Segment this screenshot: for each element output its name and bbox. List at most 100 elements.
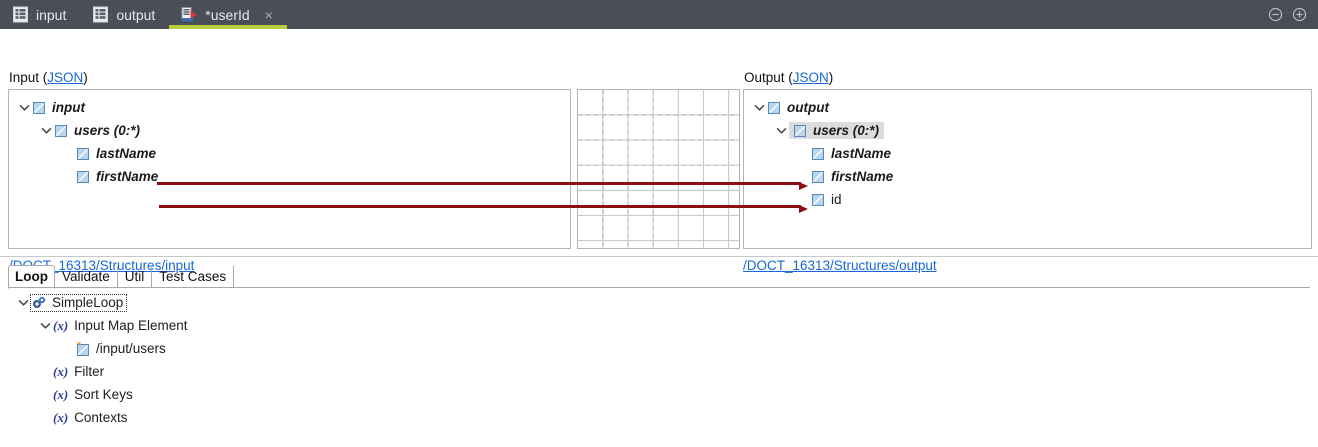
loop-tree-node[interactable]: (x)Filter — [8, 360, 1310, 383]
section-divider — [0, 256, 1318, 257]
output-tree-panel[interactable]: output users (0:*) lastName firstName id — [743, 89, 1312, 249]
output-path-text[interactable]: /DOCT_16313/Structures/output — [743, 258, 937, 273]
loop-tree-node[interactable]: (x) Input Map Element — [8, 314, 1310, 337]
tree-node[interactable]: input — [9, 96, 570, 119]
tree-node[interactable]: users (0:*) — [744, 119, 1311, 142]
tree-node-content: users (0:*) — [54, 123, 140, 138]
loop-tree-node-label: Contexts — [74, 410, 128, 425]
loop-tree-node-label: Input Map Element — [74, 318, 188, 333]
input-tree-panel[interactable]: input users (0:*) lastName firstName — [8, 89, 571, 249]
loop-tree-node-content: (x) Input Map Element — [53, 318, 188, 334]
loop-tree-node[interactable]: SimpleLoop — [8, 291, 1310, 314]
input-title-text: Input ( — [9, 70, 48, 85]
input-path-text[interactable]: /DOCT_16313/Structures/input — [9, 258, 195, 273]
tree-node[interactable]: output — [744, 96, 1311, 119]
window-controls — [1268, 0, 1318, 29]
tree-node[interactable]: id — [744, 188, 1311, 211]
map-node-icon — [75, 341, 91, 357]
tab-input[interactable]: input — [0, 0, 80, 29]
function-icon: (x) — [53, 386, 69, 402]
map-service-icon — [181, 6, 198, 23]
mapping-connector-line[interactable] — [159, 205, 801, 208]
loop-tree-node-content: (x)Filter — [53, 364, 104, 380]
bottom-tab-test-cases[interactable]: Test Cases — [152, 266, 235, 288]
tree-node-selected: users (0:*) — [789, 122, 885, 139]
loop-tree-node[interactable]: (x) Contexts — [8, 406, 1310, 429]
tree-node-content: firstName — [811, 169, 893, 184]
tree-node[interactable]: users (0:*) — [9, 119, 570, 142]
output-path-link: /DOCT_16313/Structures/output — [743, 258, 937, 273]
loop-tree-node-focused: SimpleLoop — [29, 293, 128, 312]
chevron-down-icon[interactable] — [38, 318, 53, 333]
maximize-button[interactable] — [1292, 7, 1307, 22]
tab-userid[interactable]: *userId × — [169, 0, 287, 29]
loop-tree-node[interactable]: (x) Sort Keys — [8, 383, 1310, 406]
map-node-icon — [76, 147, 90, 161]
loop-tree-node-label: SimpleLoop — [52, 295, 124, 310]
tab-output[interactable]: output — [80, 0, 169, 29]
tree-node-label: lastName — [96, 146, 157, 161]
input-panel-title: Input (JSON) — [9, 70, 88, 85]
chevron-down-icon[interactable] — [16, 295, 31, 310]
tree-node-content: input — [32, 100, 85, 115]
editor-tab-bar: input output — [0, 0, 1318, 29]
chevron-down-icon[interactable] — [774, 123, 789, 138]
loop-tree-node[interactable]: /input/users — [8, 337, 1310, 360]
input-path-link: /DOCT_16313/Structures/input — [9, 258, 194, 273]
map-node-icon — [54, 124, 68, 138]
close-icon[interactable]: × — [264, 6, 273, 23]
map-node-icon — [793, 124, 807, 138]
tree-node-content: lastName — [76, 146, 156, 161]
mapping-connector-arrow — [799, 179, 809, 194]
connector-grid-panel[interactable] — [577, 89, 740, 249]
bottom-tab-util[interactable]: Util — [118, 266, 153, 288]
loop-tree-node-content: (x) Sort Keys — [53, 387, 133, 403]
input-json-link[interactable]: JSON — [47, 70, 84, 85]
output-tree: output users (0:*) lastName firstName id — [744, 90, 1311, 211]
map-node-icon — [811, 147, 825, 161]
output-title-suffix: ) — [828, 70, 834, 85]
tree-node[interactable]: lastName — [744, 142, 1311, 165]
tree-node-label: input — [52, 100, 85, 115]
chevron-down-icon[interactable] — [39, 123, 54, 138]
output-json-link[interactable]: JSON — [792, 70, 829, 85]
input-title-suffix: ) — [83, 70, 88, 85]
tab-label: *userId — [205, 6, 250, 23]
tree-node[interactable]: firstName — [9, 165, 570, 188]
tree-node-label: users (0:*) — [813, 123, 880, 138]
loop-tree-node-label: /input/users — [96, 341, 166, 356]
map-node-icon — [767, 101, 781, 115]
tab-label: output — [116, 6, 156, 23]
minimize-button[interactable] — [1268, 7, 1283, 22]
tree-node-label: users (0:*) — [74, 123, 141, 138]
tree-node-label: firstName — [831, 169, 894, 184]
tree-node-label: firstName — [96, 169, 159, 184]
map-node-icon — [32, 101, 46, 115]
structure-icon — [92, 6, 109, 23]
loop-tree-node-content: /input/users — [75, 341, 166, 357]
bottom-tab-loop[interactable]: Loop — [8, 265, 55, 289]
loop-tree-node-label: Sort Keys — [74, 387, 133, 402]
map-node-icon — [76, 170, 90, 184]
tree-node-content: firstName — [76, 169, 158, 184]
gears-icon — [31, 295, 47, 311]
tree-node-label: lastName — [831, 146, 892, 161]
tree-node[interactable]: firstName — [744, 165, 1311, 188]
chevron-down-icon[interactable] — [17, 100, 32, 115]
output-title-text: Output ( — [744, 70, 793, 85]
chevron-down-icon[interactable] — [752, 100, 767, 115]
mapping-connector-line[interactable] — [157, 182, 801, 185]
function-icon: (x) — [53, 317, 69, 333]
function-icon: (x) — [53, 409, 69, 425]
map-node-icon — [811, 170, 825, 184]
tab-label: input — [36, 6, 67, 23]
tree-node-label: output — [787, 100, 829, 115]
mapping-connector-arrow — [799, 202, 809, 217]
map-node-icon — [811, 193, 825, 207]
tree-node-label: id — [831, 192, 842, 207]
tree-node[interactable]: lastName — [9, 142, 570, 165]
output-panel-title: Output (JSON) — [744, 70, 833, 85]
grid-lines — [578, 90, 739, 248]
bottom-tab-validate[interactable]: Validate — [55, 266, 118, 288]
